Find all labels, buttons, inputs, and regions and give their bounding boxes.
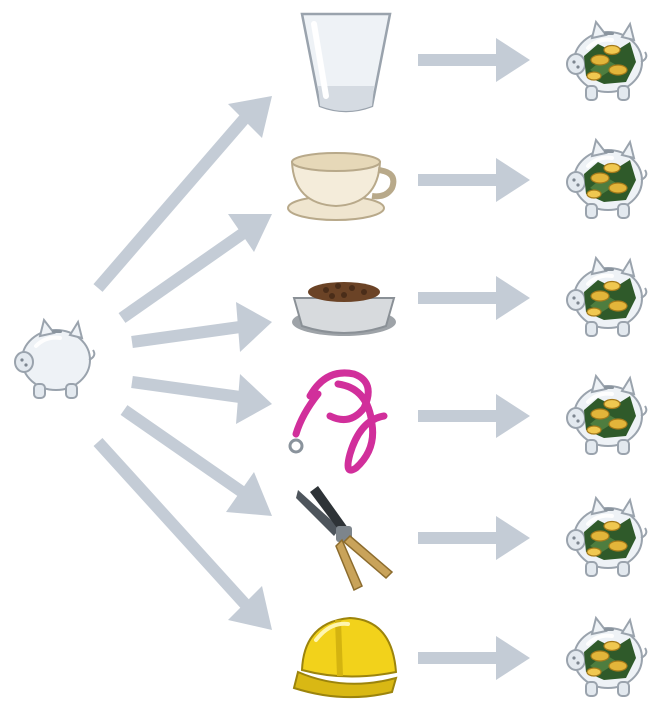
piggy-bank-full-icon <box>565 256 649 338</box>
arrow-to-hard-hat <box>93 437 272 630</box>
arrow-to-shears <box>120 405 272 516</box>
result-arrows <box>418 38 530 680</box>
arrow-right-6 <box>418 636 530 680</box>
arrow-right-5 <box>418 516 530 560</box>
arrow-to-bowl <box>131 302 272 352</box>
teacup-icon <box>287 152 397 221</box>
piggy-bank-empty-icon <box>13 318 97 400</box>
arrow-to-glass <box>93 96 272 292</box>
drinking-glass-icon <box>300 12 392 113</box>
piggy-bank-full-icon <box>565 616 649 698</box>
arrow-right-2 <box>418 158 530 202</box>
arrow-right-3 <box>418 276 530 320</box>
arrow-right-1 <box>418 38 530 82</box>
piggy-bank-full-icon <box>565 496 649 578</box>
piggy-bank-full-icon <box>565 138 649 220</box>
pruning-shears-icon <box>296 486 394 592</box>
arrow-to-leash <box>131 374 272 424</box>
arrow-to-teacup <box>118 214 272 323</box>
piggy-bank-full-icon <box>565 374 649 456</box>
pink-leash-icon <box>288 369 388 474</box>
fan-out-arrows <box>93 96 272 630</box>
arrow-right-4 <box>418 394 530 438</box>
hard-hat-icon <box>292 616 398 699</box>
piggy-bank-full-icon <box>565 20 649 102</box>
pet-food-bowl-icon <box>292 282 396 336</box>
